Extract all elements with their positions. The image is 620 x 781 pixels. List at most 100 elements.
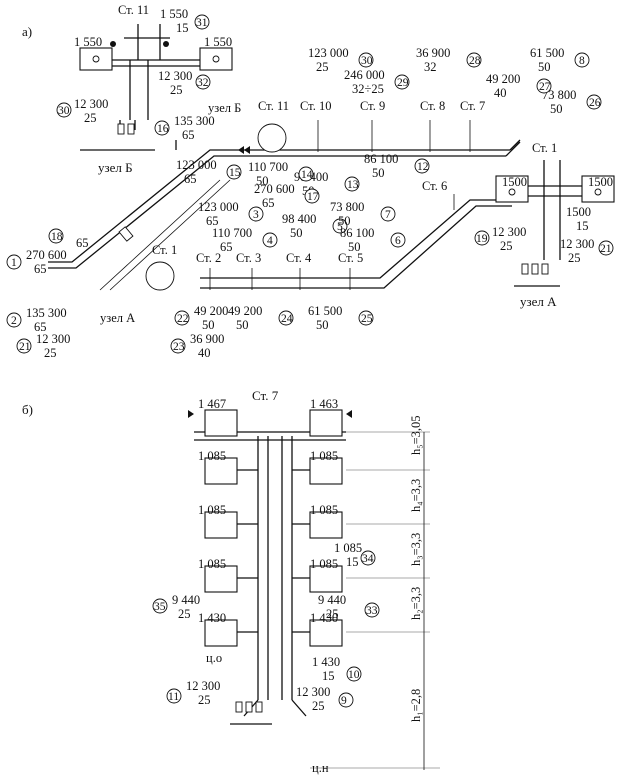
node-b-top-load: 1 550 bbox=[160, 7, 188, 21]
radiator-symbol-icon bbox=[594, 188, 602, 196]
section-number: 26 bbox=[589, 97, 601, 109]
radiator-floor3-right bbox=[309, 511, 343, 539]
s10-diam: 15 bbox=[322, 669, 335, 683]
h2-label: h₂=3,3 bbox=[409, 587, 423, 620]
section-diameter: 25 bbox=[316, 60, 329, 74]
section-diameter: 50 bbox=[202, 318, 215, 332]
section-number: 13 bbox=[347, 179, 359, 191]
rad-f1-left-load: 1 430 bbox=[198, 611, 226, 625]
s11-num: 11 bbox=[168, 691, 179, 703]
section-marker-11 bbox=[166, 688, 182, 704]
section-marker-24 bbox=[278, 310, 294, 326]
section-diameter: 50 bbox=[236, 318, 249, 332]
rad-f3-right-load: 1 085 bbox=[310, 503, 338, 517]
supply-return-mains bbox=[48, 149, 510, 269]
section-load: 123 000 bbox=[198, 200, 239, 214]
section-load: 86 100 bbox=[364, 152, 398, 166]
section-marker-33 bbox=[364, 602, 380, 618]
radiator-floor1-left bbox=[204, 619, 238, 647]
node-b-top-diam: 15 bbox=[176, 21, 189, 35]
section-number: 2 bbox=[11, 315, 17, 327]
section-diameter: 50 bbox=[550, 102, 563, 116]
node-b-main-label: узел Б bbox=[208, 101, 241, 115]
section-diameter: 32÷25 bbox=[352, 82, 384, 96]
riser-st8: Ст. 8 bbox=[420, 99, 445, 113]
node-b-riser-label: Ст. 11 bbox=[118, 3, 149, 17]
section-diameter: 50 bbox=[316, 318, 329, 332]
section-number: 25 bbox=[361, 313, 373, 325]
node-b-right-num: 32 bbox=[197, 77, 209, 89]
riser-st6: Ст. 6 bbox=[422, 179, 447, 193]
section-diameter: 50 bbox=[538, 60, 551, 74]
section-marker-21 bbox=[598, 240, 614, 256]
section-load: 110 700 bbox=[248, 160, 288, 174]
section-number: 14 bbox=[301, 169, 313, 181]
node-a-left-num: 19 bbox=[476, 233, 488, 245]
section-load: 246 000 bbox=[344, 68, 385, 82]
radiator-floor3-left bbox=[204, 511, 238, 539]
section-load: 135 300 bbox=[26, 306, 67, 320]
distribution-mains bbox=[175, 140, 512, 289]
section-marker-28 bbox=[466, 52, 482, 68]
node-a-mid-load: 12 300 bbox=[560, 237, 594, 251]
node-a-mid-num: 21 bbox=[600, 243, 612, 255]
s34-diam: 15 bbox=[346, 555, 359, 569]
section-load: 123 000 bbox=[176, 158, 217, 172]
section-marker-9 bbox=[338, 692, 354, 708]
section-number: 3 bbox=[253, 209, 259, 221]
section-number: 4 bbox=[267, 235, 273, 247]
air-vent-icon bbox=[110, 41, 116, 47]
node-b-right-diam: 25 bbox=[170, 83, 183, 97]
s10-load: 1 430 bbox=[312, 655, 340, 669]
rad-f2-right-load: 1 085 bbox=[310, 557, 338, 571]
s33-num: 33 bbox=[366, 605, 378, 617]
section-marker-12 bbox=[414, 158, 430, 174]
section-diameter: 65 bbox=[206, 214, 219, 228]
node-b-detail: Ст. 11 1 550 1 550 1 550 15 31 12 300 25… bbox=[56, 3, 233, 175]
section-number: 22 bbox=[177, 313, 189, 325]
level-lines bbox=[310, 431, 440, 769]
section-load: 12 300 bbox=[36, 332, 70, 346]
h5-label: h₅=3,05 bbox=[409, 415, 423, 455]
rad-f3-left-load: 1 085 bbox=[198, 503, 226, 517]
section-marker-22 bbox=[174, 310, 190, 326]
riser-st2: Ст. 2 bbox=[196, 251, 221, 265]
radiator-top-right bbox=[309, 409, 343, 437]
section-marker-17 bbox=[304, 188, 320, 204]
s35-num: 35 bbox=[154, 601, 166, 613]
section-marker-30 bbox=[358, 52, 374, 68]
s9-num: 9 bbox=[341, 695, 347, 707]
riser-st11: Ст. 11 bbox=[258, 99, 289, 113]
rad-f2-left-load: 1 085 bbox=[198, 557, 226, 571]
valve-icon bbox=[238, 146, 250, 154]
section-load: 36 900 bbox=[416, 46, 450, 60]
section-diameter: 32 bbox=[424, 60, 437, 74]
s35-load: 9 440 bbox=[172, 593, 200, 607]
section-number: 15 bbox=[229, 167, 241, 179]
section-diameter: 65 bbox=[184, 172, 197, 186]
section-number: 1 bbox=[11, 257, 17, 269]
node-a-right-diam: 15 bbox=[576, 219, 589, 233]
h3-label: h₃=3,3 bbox=[409, 533, 423, 566]
section-number: 27 bbox=[539, 81, 551, 93]
h4-label: h₄=3,3 bbox=[409, 479, 423, 512]
section-marker-3 bbox=[248, 206, 264, 222]
riser-st7-label: Ст. 7 bbox=[252, 388, 279, 403]
riser-base bbox=[243, 699, 307, 717]
section-load: 49 200 bbox=[486, 72, 520, 86]
radiator-floor2-left bbox=[204, 565, 238, 593]
pump-icon bbox=[118, 226, 134, 242]
riser-elevation: 1 467 1 463 1 085 1 085 1 085 1 085 1 08… bbox=[152, 397, 380, 725]
section-number: 6 bbox=[395, 235, 401, 247]
s33-load: 9 440 bbox=[318, 593, 346, 607]
section-diameter: 40 bbox=[198, 346, 211, 360]
panel-b-label: б) bbox=[22, 402, 33, 417]
section-diameter: 50 bbox=[348, 240, 361, 254]
node-a-pipes bbox=[528, 160, 582, 260]
panel-a-label: а) bbox=[22, 24, 32, 39]
section-marker-13 bbox=[344, 176, 360, 192]
valve-icon bbox=[117, 123, 125, 135]
section-marker-1 bbox=[6, 254, 22, 270]
